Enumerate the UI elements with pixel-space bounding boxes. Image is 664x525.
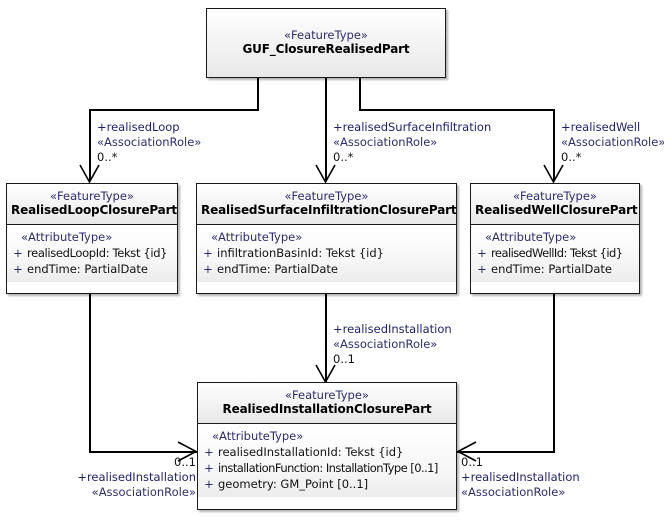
connector-loop-installation-segment-1: [89, 294, 91, 453]
association-role-loop: +realisedLoop: [97, 120, 180, 134]
class-stereotype: «FeatureType»: [285, 388, 369, 402]
association-multiplicity-well: 0..*: [561, 150, 582, 164]
arrowhead-root-well: [543, 164, 564, 184]
attribute-visibility: +: [203, 262, 213, 276]
association-stereotype-loop: «AssociationRole»: [97, 135, 202, 149]
class-name: RealisedSurfaceInfiltrationClosurePart: [201, 203, 457, 217]
class-name: GUF_ClosureRealisedPart: [242, 42, 410, 56]
connector-well-installation-segment-1: [553, 294, 555, 453]
association-role-installation-from-loop: +realisedInstallation: [77, 470, 196, 484]
attribute-stereotype: «AttributeType»: [211, 230, 303, 244]
association-multiplicity-surface-infiltration: 0..*: [333, 150, 354, 164]
association-multiplicity-installation-from-surface: 0..1: [333, 352, 355, 366]
class-name: RealisedInstallationClosurePart: [222, 402, 432, 416]
connector-surface-infiltration-installation: [325, 294, 327, 382]
attribute-visibility: +: [204, 445, 214, 459]
class-attributes-realised-installation-closure-part: «AttributeType» + realisedInstallationId…: [198, 424, 456, 497]
attribute-visibility: +: [477, 262, 487, 276]
attribute-visibility: +: [477, 246, 487, 260]
connector-well-installation-segment-2: [455, 451, 555, 453]
class-attributes-realised-well-closure-part: «AttributeType» + realisedWellId: Tekst …: [471, 225, 639, 282]
association-role-installation-from-surface: +realisedInstallation: [333, 322, 452, 336]
connector-root-well-segment-1: [359, 78, 361, 111]
association-label-installation-from-surface: +realisedInstallation «AssociationRole» …: [333, 322, 452, 367]
association-multiplicity-loop: 0..*: [97, 150, 118, 164]
attribute-visibility: +: [204, 477, 214, 491]
class-name: RealisedLoopClosurePart: [11, 203, 177, 217]
attribute-stereotype: «AttributeType»: [212, 429, 304, 443]
association-label-loop: +realisedLoop «AssociationRole» 0..*: [97, 120, 201, 165]
arrowhead-loop-installation: [177, 441, 198, 462]
class-attributes-realised-surface-infiltration-closure-part: «AttributeType» + infiltrationBasinId: T…: [197, 225, 456, 282]
connector-root-well-segment-3: [553, 109, 555, 181]
attribute-row: + infiltrationBasinId: Tekst {id}: [199, 245, 454, 261]
class-header-realised-well-closure-part: «FeatureType» RealisedWellClosurePart: [471, 184, 639, 225]
arrowhead-well-installation: [456, 441, 477, 462]
connector-loop-installation-segment-2: [89, 451, 199, 453]
attribute-row: + geometry: GM_Point [0..1]: [200, 476, 454, 492]
attribute-row: + realisedLoopId: Tekst {id}: [9, 245, 175, 261]
class-attributes-realised-loop-closure-part: «AttributeType» + realisedLoopId: Tekst …: [7, 225, 177, 282]
association-stereotype-well: «AssociationRole»: [561, 135, 664, 149]
arrowhead-root-loop: [79, 164, 100, 184]
association-role-surface-infiltration: +realisedSurfaceInfiltration: [333, 120, 492, 134]
connector-root-loop-segment-3: [89, 109, 91, 181]
attribute-visibility: +: [203, 246, 213, 260]
class-box-guf-closure-realised-part[interactable]: «FeatureType» GUF_ClosureRealisedPart: [206, 8, 446, 78]
class-name: RealisedWellClosurePart: [475, 203, 638, 217]
association-label-installation-from-loop: 0..1 +realisedInstallation «AssociationR…: [0, 455, 196, 500]
attribute-visibility: +: [13, 246, 23, 260]
association-role-well: +realisedWell: [561, 120, 641, 134]
connector-root-loop-segment-2: [89, 109, 259, 111]
attribute-row: + realisedWellId: Tekst {id}: [473, 245, 637, 261]
class-box-realised-surface-infiltration-closure-part[interactable]: «FeatureType» RealisedSurfaceInfiltratio…: [196, 183, 457, 294]
attribute-text: installationFunction: InstallationType […: [218, 461, 438, 475]
attribute-visibility: +: [13, 262, 23, 276]
attribute-text: endTime: PartialDate: [491, 262, 612, 276]
attribute-row: + realisedInstallationId: Tekst {id}: [200, 444, 454, 460]
association-stereotype-surface-infiltration: «AssociationRole»: [333, 135, 438, 149]
class-header-realised-loop-closure-part: «FeatureType» RealisedLoopClosurePart: [7, 184, 177, 225]
attribute-text: infiltrationBasinId: Tekst {id}: [217, 246, 384, 260]
association-multiplicity-installation-from-loop: 0..1: [174, 455, 196, 469]
class-header-realised-surface-infiltration-closure-part: «FeatureType» RealisedSurfaceInfiltratio…: [197, 184, 457, 225]
class-stereotype: «FeatureType»: [284, 189, 369, 203]
association-label-installation-from-well: 0..1 +realisedInstallation «AssociationR…: [461, 455, 580, 500]
arrowhead-root-surface-infiltration: [315, 164, 336, 184]
attribute-text: realisedLoopId: Tekst {id}: [27, 246, 168, 260]
attribute-row: + endTime: PartialDate: [9, 261, 175, 277]
class-stereotype: «FeatureType»: [284, 28, 368, 42]
association-label-surface-infiltration: +realisedSurfaceInfiltration «Associatio…: [333, 120, 491, 165]
class-stereotype: «FeatureType»: [513, 189, 597, 203]
association-stereotype-installation-from-well: «AssociationRole»: [461, 485, 566, 499]
class-box-realised-installation-closure-part[interactable]: «FeatureType» RealisedInstallationClosur…: [197, 382, 457, 510]
class-header-guf-closure-realised-part: «FeatureType» GUF_ClosureRealisedPart: [207, 9, 445, 77]
class-box-realised-loop-closure-part[interactable]: «FeatureType» RealisedLoopClosurePart «A…: [6, 183, 178, 294]
association-label-well: +realisedWell «AssociationRole» 0..*: [561, 120, 664, 165]
attribute-row: + installationFunction: InstallationType…: [200, 460, 454, 476]
attribute-visibility: +: [204, 461, 214, 475]
class-header-realised-installation-closure-part: «FeatureType» RealisedInstallationClosur…: [198, 383, 456, 424]
association-multiplicity-installation-from-well: 0..1: [461, 455, 483, 469]
attribute-text: realisedWellId: Tekst {id}: [491, 246, 623, 260]
attribute-text: realisedInstallationId: Tekst {id}: [218, 445, 404, 459]
attribute-text: endTime: PartialDate: [217, 262, 338, 276]
attribute-stereotype: «AttributeType»: [21, 230, 113, 244]
class-stereotype: «FeatureType»: [50, 189, 134, 203]
association-stereotype-installation-from-surface: «AssociationRole»: [333, 337, 438, 351]
association-role-installation-from-well: +realisedInstallation: [461, 470, 580, 484]
connector-root-well-segment-2: [359, 109, 555, 111]
connector-root-loop-segment-1: [257, 78, 259, 111]
association-stereotype-installation-from-loop: «AssociationRole»: [91, 485, 196, 499]
class-box-realised-well-closure-part[interactable]: «FeatureType» RealisedWellClosurePart «A…: [470, 183, 640, 294]
attribute-row: + endTime: PartialDate: [199, 261, 454, 277]
connector-root-surface-infiltration: [325, 78, 327, 181]
attribute-text: geometry: GM_Point [0..1]: [218, 477, 369, 491]
attribute-stereotype: «AttributeType»: [485, 230, 577, 244]
attribute-row: + endTime: PartialDate: [473, 261, 637, 277]
attribute-text: endTime: PartialDate: [27, 262, 148, 276]
